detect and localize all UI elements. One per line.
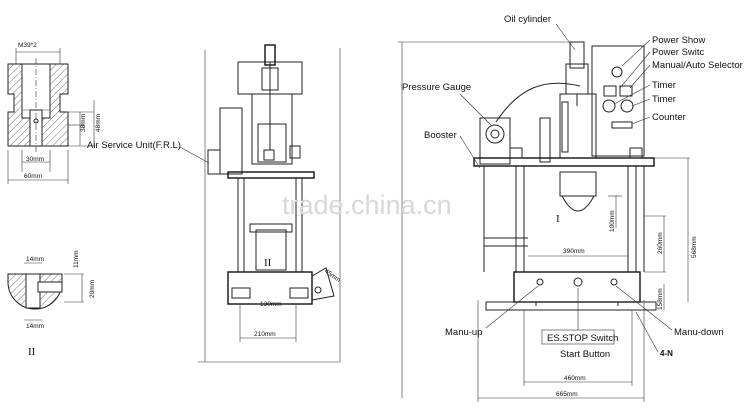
pressure-gauge-label: Pressure Gauge [402,82,471,93]
dim-60: 60mm [24,173,42,180]
section-mark-ii: II [28,346,36,358]
dim-30: 30mm [26,156,44,163]
counter-label: Counter [652,112,686,123]
power-show-label: Power Show [652,35,705,46]
air-service-unit-label: Air Service Unit(F.R.L) [87,140,181,151]
side-section-mark: II [264,257,272,269]
side-dim-small: 45mm [323,268,342,284]
dim-390: 390mm [563,248,585,255]
manu-up-label: Manu-up [445,327,483,338]
detail-top-section: M39*2 38mm 48mm 30mm 60mm [7,42,102,184]
side-dim-130: 130mm [260,301,282,308]
detail-bottom-section: 14mm 11mm 20mm 14mm II [7,250,96,358]
thread-label: M39*2 [18,42,37,49]
dim-260: 260mm [657,232,664,254]
timer-1-label: Timer [652,80,676,91]
watermark: trade.china.cn [282,190,452,220]
dim-568: 568mm [691,236,698,258]
power-switch-label: Power Switc [652,47,705,58]
dim-100: 100mm [609,210,616,232]
front-section-mark: I [556,213,560,225]
oil-cylinder-label: Oil cylinder [504,14,551,25]
selector-label: Manual/Auto Selector [652,60,743,71]
dim-11: 11mm [73,250,80,268]
dim-20: 20mm [89,280,96,298]
side-dim-210: 210mm [254,331,276,338]
dim-665: 665mm [556,391,578,398]
es-stop-label: ES.STOP Switch [547,333,618,344]
note-4n: 4-N [660,349,673,358]
manu-down-label: Manu-down [674,327,724,338]
dim-460: 460mm [564,375,586,382]
dim-48: 48mm [95,114,102,132]
start-button-label: Start Button [560,349,610,360]
booster-label: Booster [424,130,457,141]
timer-2-label: Timer [652,94,676,105]
dim-14-top: 14mm [26,256,44,263]
dim-14-bottom: 14mm [26,323,44,330]
dim-158: 158mm [657,288,664,310]
dim-38: 38mm [80,114,87,132]
front-view: I 100mm 390mm 260mm 568mm 158mm 460mm 66… [398,14,743,402]
